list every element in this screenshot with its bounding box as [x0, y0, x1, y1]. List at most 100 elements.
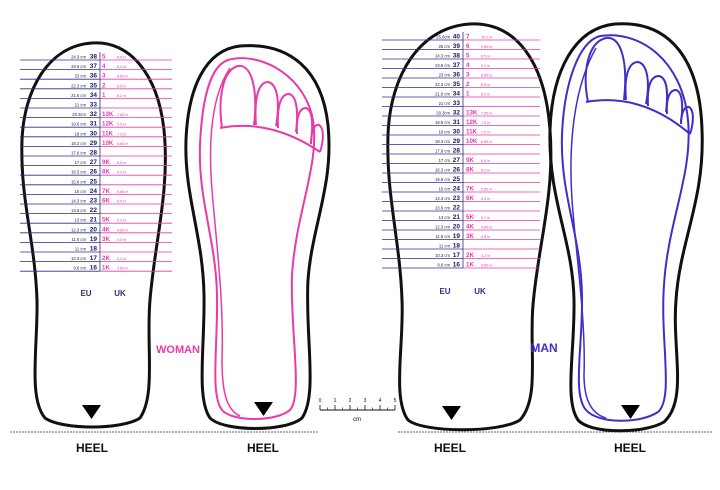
woman-cm-value: 13.6 cm	[71, 208, 86, 213]
man-eu-value: 34	[453, 91, 461, 98]
man-heel-label-right: HEEL	[614, 441, 646, 455]
woman-eu-value: 29	[90, 140, 98, 147]
woman-eu-value: 34	[90, 92, 98, 99]
man-in-value: 5.2 in	[481, 216, 490, 220]
woman-eu-value: 24	[90, 188, 98, 195]
man-in-value: 7.2 in	[481, 131, 490, 135]
woman-uk-value: 7K	[102, 188, 110, 195]
man-cm-value: 15.6 cm	[435, 177, 450, 182]
woman-uk-value: 2	[102, 82, 106, 89]
man-uk-value: 7K	[466, 186, 474, 193]
man-foot-inner-line	[570, 47, 607, 419]
woman-cm-value: 20.3cm	[72, 112, 86, 117]
man-cm-value: 14.3 cm	[435, 196, 450, 201]
man-cm-value: 23.6 cm	[435, 63, 450, 68]
woman-heel-label-left: HEEL	[76, 441, 108, 455]
man-uk-value: 8K	[466, 167, 474, 174]
woman-cm-value: 17 cm	[75, 160, 87, 165]
woman-in-value: 4.5 in	[117, 238, 126, 242]
man-cm-value: 21.6 cm	[435, 92, 450, 97]
man-heel-label-left: HEEL	[434, 441, 466, 455]
woman-uk-value: 4K	[102, 226, 110, 233]
woman-cm-value: 19 cm	[75, 131, 87, 136]
man-uk-value: 11K	[466, 129, 478, 136]
woman-eu-value: 31	[90, 121, 98, 128]
man-uk-value: 4K	[466, 224, 474, 231]
man-cm-value: 12.3 cm	[435, 225, 450, 230]
woman-uk-value: 1K	[102, 265, 110, 272]
woman-uk-value: 1	[102, 92, 106, 99]
woman-cm-value: 17.6 cm	[71, 151, 86, 156]
heel-marker-icon	[254, 402, 273, 416]
woman-in-value: 7.85 in	[117, 113, 128, 117]
man-in-value: 4.2 in	[481, 254, 490, 258]
man-eu-value: 29	[453, 138, 461, 145]
man-cm-value: 13 cm	[439, 215, 451, 220]
woman-uk-value: 8K	[102, 169, 110, 176]
woman-in-value: 8.5 in	[117, 84, 126, 88]
man-cm-value: 16.3 cm	[435, 168, 450, 173]
man-in-value: 9.2 in	[481, 64, 490, 68]
man-label: MAN	[530, 341, 557, 355]
woman-cm-value: 21.6 cm	[71, 93, 86, 98]
ruler-tick-label: 2	[349, 398, 352, 404]
man-uk-value: 9K	[466, 157, 474, 164]
man-in-value: 8.2 in	[481, 93, 490, 97]
man-cm-value: 10.3 cm	[435, 253, 450, 258]
man-eu-value: 32	[453, 110, 461, 117]
man-in-value: 4.85 in	[481, 226, 492, 230]
man-eu-value: 18	[453, 243, 461, 250]
man-uk-header: UK	[474, 287, 486, 296]
man-eu-value: 22	[453, 205, 461, 212]
woman-uk-value: 10K	[102, 140, 114, 147]
woman-cm-value: 19.6 cm	[71, 122, 86, 127]
woman-cm-value: 13 cm	[75, 218, 87, 223]
ruler-tick-label: 1	[334, 398, 337, 404]
man-in-value: 7.5 in	[481, 121, 490, 125]
man-in-value: 8.5 in	[481, 83, 490, 87]
woman-uk-value: 13K	[102, 111, 114, 118]
woman-eu-value: 30	[90, 130, 98, 137]
woman-uk-value: 2K	[102, 255, 110, 262]
woman-uk-value: 5K	[102, 217, 110, 224]
man-uk-value: 1K	[466, 262, 474, 269]
man-eu-value: 23	[453, 195, 461, 202]
man-eu-value: 37	[453, 62, 461, 69]
woman-cm-value: 11.6 cm	[71, 237, 86, 242]
woman-cm-value: 9.6 cm	[73, 266, 86, 271]
man-cm-value: 18.3 cm	[435, 139, 450, 144]
man-eu-value: 24	[453, 186, 461, 193]
woman-eu-value: 37	[90, 63, 98, 70]
man-foot-outline	[548, 22, 704, 433]
man-cm-value: 21 cm	[439, 101, 451, 106]
man-cm-value: 25.6cm	[436, 35, 450, 40]
woman-cm-value: 24.3 cm	[71, 55, 86, 60]
woman-eu-header: EU	[80, 289, 91, 298]
woman-in-value: 3.85 in	[117, 267, 128, 271]
man-in-value: 9.5 in	[481, 55, 490, 59]
man-eu-value: 16	[453, 262, 461, 269]
man-cm-value: 15 cm	[439, 187, 451, 192]
man-uk-value: 6	[466, 43, 470, 50]
man-toes	[584, 36, 694, 135]
woman-foot-outline	[184, 44, 331, 430]
ruler-unit: cm	[353, 417, 361, 423]
man-in-value: 9.85 in	[481, 45, 492, 49]
man-cm-value: 11 cm	[439, 244, 451, 249]
woman-in-value: 7.2 in	[117, 132, 126, 136]
woman-in-value: 6.5 in	[117, 161, 126, 165]
woman-in-value: 6.85 in	[117, 142, 128, 146]
man-uk-value: 5	[466, 53, 470, 60]
man-eu-value: 36	[453, 72, 461, 79]
man-uk-value: 3	[466, 72, 470, 79]
man-eu-value: 35	[453, 81, 461, 88]
man-cm-value: 11.6 cm	[435, 234, 450, 239]
man-uk-value: 10K	[466, 138, 478, 145]
woman-cm-value: 18.3 cm	[71, 141, 86, 146]
woman-cm-value: 12.3 cm	[71, 227, 86, 232]
man-cm-value: 22.3 cm	[435, 82, 450, 87]
woman-cm-value: 22.3 cm	[71, 83, 86, 88]
woman-uk-header: UK	[114, 289, 126, 298]
man-in-value: 4.5 in	[481, 235, 490, 239]
